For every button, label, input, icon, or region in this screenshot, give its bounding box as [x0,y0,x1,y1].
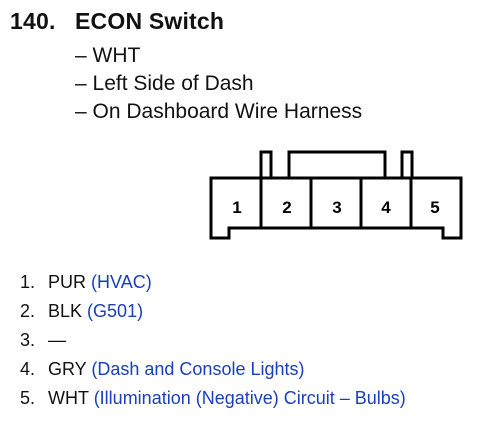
pin-number: 3. [20,330,36,350]
connector-pin-label: 2 [282,198,291,217]
connector-diagram: 1 2 3 4 5 [209,150,463,240]
pin-wire-color: GRY [48,359,87,379]
connector-pin-label: 1 [232,198,241,217]
pin-row: 5. WHT (Illumination (Negative) Circuit –… [20,384,406,413]
pin-number: 4. [20,359,36,379]
pin-circuit-link[interactable]: (G501) [87,301,144,321]
connector-latch [287,150,387,178]
pin-number: 5. [20,388,36,408]
connector-pin-label: 3 [332,198,341,217]
connector-housing [209,176,463,240]
component-number: 140. [10,8,56,34]
component-details: – WHT – Left Side of Dash – On Dashboard… [75,42,362,126]
pin-circuit-link[interactable]: (Dash and Console Lights) [91,359,305,379]
connector-tab-left [259,150,273,178]
pin-row: 3. — [20,326,406,355]
pin-row: 2. BLK (G501) [20,297,406,326]
pin-number: 1. [20,272,36,292]
detail-harness: – On Dashboard Wire Harness [75,100,363,123]
component-title: ECON Switch [75,8,225,34]
pin-circuit-link[interactable]: (HVAC) [91,272,152,292]
pin-wire-color: BLK [48,301,83,321]
pin-wire-color: PUR [48,272,87,292]
connector-pin-label: 4 [381,198,391,217]
pin-row: 1. PUR (HVAC) [20,268,406,297]
pin-circuit-link[interactable]: (Illumination (Negative) Circuit – Bulbs… [93,388,406,408]
pin-number: 2. [20,301,36,321]
detail-location: – Left Side of Dash [75,72,254,95]
connector-tab-right [400,150,414,178]
detail-color: – WHT [75,44,141,67]
pin-wire-color: WHT [48,388,89,408]
pin-row: 4. GRY (Dash and Console Lights) [20,355,406,384]
connector-pin-label: 5 [430,198,439,217]
component-heading: 140. ECON Switch [10,8,224,35]
pin-list: 1. PUR (HVAC) 2. BLK (G501) 3. — 4. GRY (Das… [20,268,406,413]
pin-wire-color: — [48,330,66,350]
